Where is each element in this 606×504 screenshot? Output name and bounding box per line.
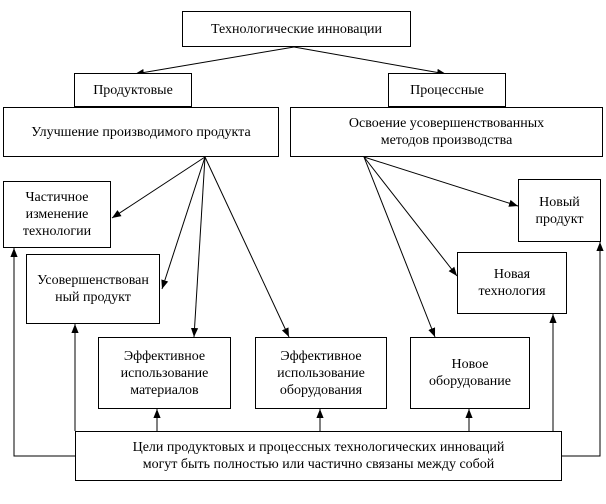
root-box: Технологические инновации: [182, 11, 411, 47]
arrow-process-to-new-technology: [363, 156, 458, 277]
arrow-root-to-process: [293, 46, 447, 76]
arrow-root-to-product: [134, 46, 295, 77]
new-equipment-box: Новое оборудование: [410, 337, 530, 409]
goals-box: Цели продуктовых и процессных технологич…: [75, 431, 562, 481]
arrow-process-to-new-product: [363, 156, 519, 207]
product-improvement-box: Улучшение производимого продукта: [3, 107, 279, 157]
product-innovations-box: Продуктовые: [74, 73, 192, 107]
arrow-process-to-new-equipment: [363, 156, 436, 338]
new-product-box: Новый продукт: [518, 179, 601, 242]
new-technology-box: Новая технология: [457, 252, 567, 314]
partial-change-box: Частичное изменение технологии: [3, 181, 111, 248]
arrow-goals-to-new-product: [562, 242, 604, 457]
process-innovations-box: Процессные: [388, 73, 506, 107]
efficient-materials-box: Эффективное использование материалов: [98, 337, 231, 409]
process-methods-box: Освоение усовершенствованных методов про…: [290, 107, 603, 157]
arrow-product-to-efficient-materials: [190, 156, 206, 338]
arrow-product-to-improved-product: [161, 156, 206, 290]
arrow-product-to-efficient-equipment: [204, 156, 290, 338]
arrow-product-to-partial-change: [111, 156, 206, 219]
arrow-goals-to-partial-change: [10, 248, 75, 457]
improved-product-box: Усовершенствован ный продукт: [26, 254, 160, 324]
efficient-equipment-box: Эффективное использование оборудования: [255, 337, 387, 409]
